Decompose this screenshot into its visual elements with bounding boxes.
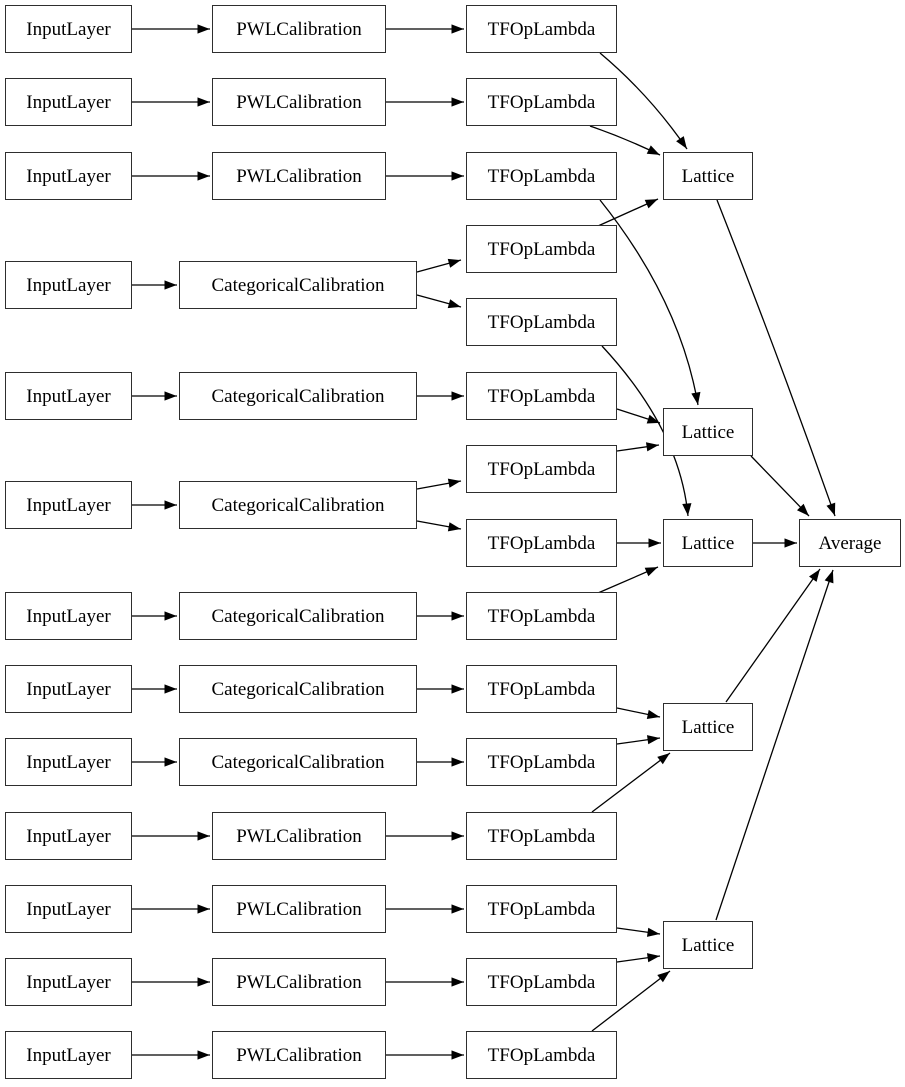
- edge-tl5-la3: [601, 345, 692, 517]
- node-inputlayer-il13: InputLayer: [5, 1031, 132, 1079]
- node-lattice-la2: Lattice: [663, 408, 753, 456]
- node-average-av: Average: [799, 519, 901, 567]
- node-tfoplambda-tl3: TFOpLambda: [466, 152, 617, 200]
- node-lattice-la1: Lattice: [663, 152, 753, 200]
- node-inputlayer-il3: InputLayer: [5, 152, 132, 200]
- node-pwlcalibration-pc7: PWLCalibration: [212, 1031, 386, 1079]
- node-inputlayer-il8: InputLayer: [5, 665, 132, 713]
- node-lattice-la3: Lattice: [663, 519, 753, 567]
- node-tfoplambda-tl8: TFOpLambda: [466, 519, 617, 567]
- edge-la1-av: [716, 199, 836, 517]
- edges-group: [132, 24, 836, 1060]
- node-categoricalcalibration-cc4: CategoricalCalibration: [179, 592, 417, 640]
- node-tfoplambda-tl9: TFOpLambda: [466, 592, 617, 640]
- node-tfoplambda-tl11: TFOpLambda: [466, 738, 617, 786]
- edge-tl10-la4: [616, 707, 661, 719]
- node-inputlayer-il5: InputLayer: [5, 372, 132, 420]
- edge-la2-av: [750, 455, 810, 517]
- node-inputlayer-il4: InputLayer: [5, 261, 132, 309]
- node-pwlcalibration-pc5: PWLCalibration: [212, 885, 386, 933]
- edge-tl3-la2: [599, 199, 701, 406]
- node-inputlayer-il12: InputLayer: [5, 958, 132, 1006]
- node-tfoplambda-tl12: TFOpLambda: [466, 812, 617, 860]
- edge-tl2-la1: [589, 125, 661, 156]
- node-lattice-la4: Lattice: [663, 703, 753, 751]
- edge-tl6-la2: [616, 408, 661, 424]
- edge-la5-av: [715, 569, 834, 921]
- node-tfoplambda-tl1: TFOpLambda: [466, 5, 617, 53]
- node-tfoplambda-tl4: TFOpLambda: [466, 225, 617, 273]
- edge-tl1-la1: [599, 52, 688, 150]
- node-tfoplambda-tl13: TFOpLambda: [466, 885, 617, 933]
- node-tfoplambda-tl2: TFOpLambda: [466, 78, 617, 126]
- node-tfoplambda-tl14: TFOpLambda: [466, 958, 617, 1006]
- edge-tl7-la2: [616, 442, 660, 452]
- edge-cc1-tl4: [416, 258, 462, 273]
- node-inputlayer-il6: InputLayer: [5, 481, 132, 529]
- node-tfoplambda-tl15: TFOpLambda: [466, 1031, 617, 1079]
- node-inputlayer-il9: InputLayer: [5, 738, 132, 786]
- node-inputlayer-il2: InputLayer: [5, 78, 132, 126]
- node-categoricalcalibration-cc3: CategoricalCalibration: [179, 481, 417, 529]
- edge-tl11-la4: [616, 735, 661, 745]
- node-categoricalcalibration-cc2: CategoricalCalibration: [179, 372, 417, 420]
- node-categoricalcalibration-cc1: CategoricalCalibration: [179, 261, 417, 309]
- edge-tl12-la4: [591, 752, 671, 813]
- edge-la4-av: [725, 568, 821, 703]
- edge-cc3-tl7: [416, 478, 462, 490]
- node-pwlcalibration-pc6: PWLCalibration: [212, 958, 386, 1006]
- node-pwlcalibration-pc2: PWLCalibration: [212, 78, 386, 126]
- edge-cc1-tl5: [416, 294, 462, 309]
- node-tfoplambda-tl5: TFOpLambda: [466, 298, 617, 346]
- edge-cc3-tl8: [416, 520, 462, 532]
- node-pwlcalibration-pc3: PWLCalibration: [212, 152, 386, 200]
- node-categoricalcalibration-cc5: CategoricalCalibration: [179, 665, 417, 713]
- node-inputlayer-il10: InputLayer: [5, 812, 132, 860]
- node-tfoplambda-tl10: TFOpLambda: [466, 665, 617, 713]
- node-lattice-la5: Lattice: [663, 921, 753, 969]
- node-tfoplambda-tl6: TFOpLambda: [466, 372, 617, 420]
- node-inputlayer-il1: InputLayer: [5, 5, 132, 53]
- edge-tl9-la3: [597, 566, 659, 594]
- node-inputlayer-il7: InputLayer: [5, 592, 132, 640]
- node-categoricalcalibration-cc6: CategoricalCalibration: [179, 738, 417, 786]
- edge-tl14-la5: [616, 953, 661, 963]
- node-inputlayer-il11: InputLayer: [5, 885, 132, 933]
- node-pwlcalibration-pc4: PWLCalibration: [212, 812, 386, 860]
- edge-tl13-la5: [616, 927, 661, 937]
- edge-tl4-la1: [597, 198, 659, 227]
- edge-tl15-la5: [591, 970, 671, 1032]
- node-pwlcalibration-pc1: PWLCalibration: [212, 5, 386, 53]
- node-tfoplambda-tl7: TFOpLambda: [466, 445, 617, 493]
